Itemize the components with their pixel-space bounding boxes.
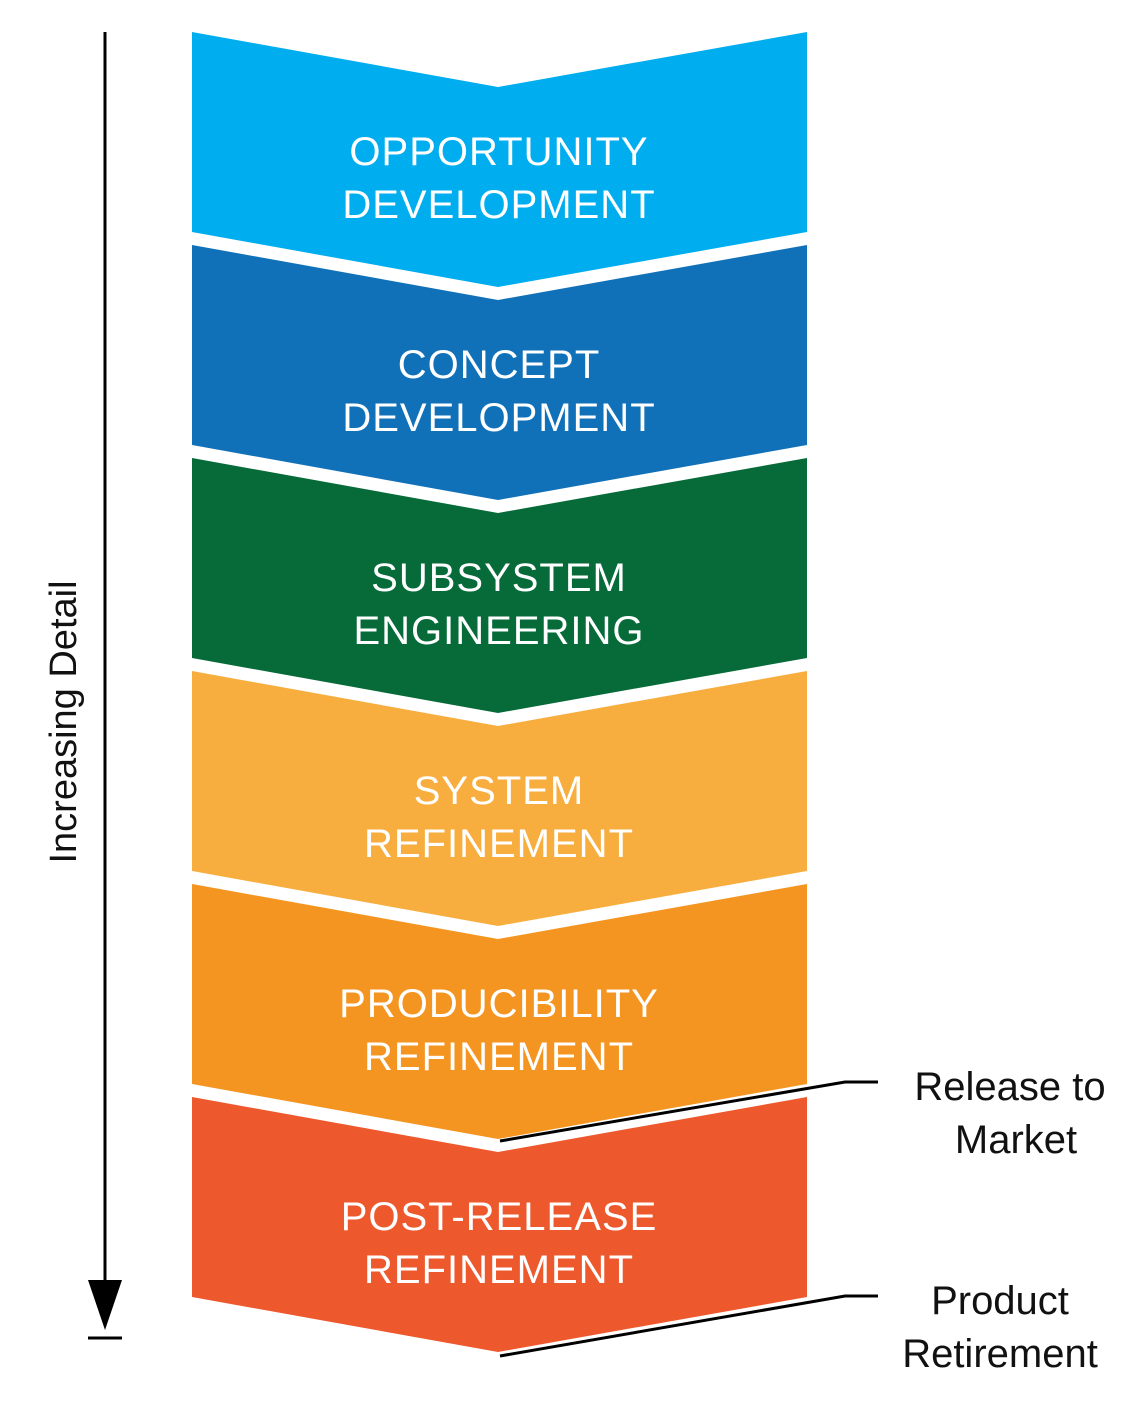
stage-chevron-shape [192, 245, 807, 500]
stage-chevron-shape [192, 671, 807, 926]
stage-chevron-shape [192, 1097, 807, 1352]
stage-label-line1: POST-RELEASE [341, 1195, 658, 1239]
stage-label-line1: CONCEPT [398, 343, 601, 387]
stage-label-line2: REFINEMENT [364, 822, 634, 866]
axis-label: Increasing Detail [43, 580, 85, 863]
retirement-label-line1: Product [931, 1279, 1069, 1323]
release-label-line1: Release to [914, 1065, 1105, 1109]
stage-opportunity-development: OPPORTUNITY DEVELOPMENT [192, 32, 807, 287]
retirement-leader-line [499, 1294, 878, 1358]
retirement-label-line2: Retirement [902, 1332, 1098, 1376]
stage-label-line1: SYSTEM [414, 769, 584, 813]
stage-chevron-shape [192, 458, 807, 713]
stage-label-line2: REFINEMENT [364, 1248, 634, 1292]
stage-producibility-refinement: PRODUCIBILITY REFINEMENT [192, 884, 807, 1139]
stage-label-line2: DEVELOPMENT [342, 183, 655, 227]
arrow-head-icon [88, 1280, 122, 1330]
stage-label-line2: DEVELOPMENT [342, 396, 655, 440]
stage-label-line1: SUBSYSTEM [371, 556, 627, 600]
increasing-detail-arrow [88, 32, 122, 1340]
stage-label-line2: REFINEMENT [364, 1035, 634, 1079]
stage-subsystem-engineering: SUBSYSTEM ENGINEERING [192, 458, 807, 713]
milestone-release-to-market: Release to Market [499, 1065, 1106, 1162]
stage-label-line1: PRODUCIBILITY [339, 982, 659, 1026]
stage-system-refinement: SYSTEM REFINEMENT [192, 671, 807, 926]
release-leader-line [499, 1080, 878, 1143]
stage-concept-development: CONCEPT DEVELOPMENT [192, 245, 807, 500]
stage-chevron-shape [192, 32, 807, 287]
stage-label-line2: ENGINEERING [353, 609, 644, 653]
stage-label-line1: OPPORTUNITY [349, 130, 648, 174]
milestone-product-retirement: Product Retirement [499, 1279, 1098, 1376]
stage-chevron-shape [192, 884, 807, 1139]
release-label-line2: Market [955, 1118, 1077, 1162]
stage-post-release-refinement: POST-RELEASE REFINEMENT [192, 1097, 807, 1352]
stage-chevrons: OPPORTUNITY DEVELOPMENT CONCEPT DEVELOPM… [192, 32, 807, 1352]
